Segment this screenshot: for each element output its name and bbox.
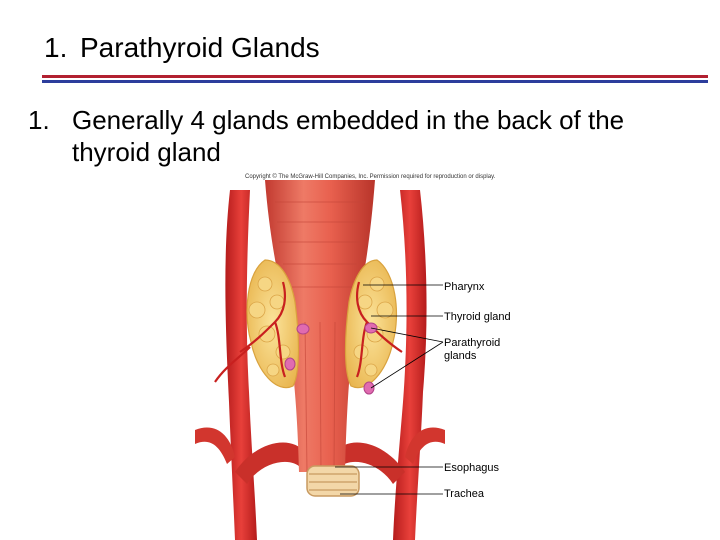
aortic-branch-right [335,442,405,484]
title-rule-blue [42,80,708,83]
title-rule-red [42,75,708,78]
bullet-item: 1. Generally 4 glands embedded in the ba… [28,104,708,168]
label-thyroid-gland: Thyroid gland [444,311,511,323]
title-text: Parathyroid Glands [80,32,320,63]
title-number: 1. [44,32,68,63]
anatomy-illustration [195,180,445,540]
leader-lines [335,284,444,495]
subclavian-left [195,427,235,464]
aortic-branch-left [235,442,305,484]
bullet-number: 1. [28,105,50,135]
trachea [306,465,360,497]
slide-title: 1. Parathyroid Glands [44,30,320,66]
label-parathyroid-line2: glands [444,350,477,362]
pharynx-muscle [265,180,375,473]
label-trachea: Trachea [444,488,484,500]
label-esophagus: Esophagus [444,462,500,474]
label-pharynx: Pharynx [444,281,485,293]
parathyroid-glands [284,322,378,395]
subclavian-right [405,427,445,464]
artery-right [393,190,427,540]
label-parathyroid-line1: Parathyroid [444,337,501,349]
bullet-text: Generally 4 glands embedded in the back … [72,105,625,167]
copyright-notice: Copyright © The McGraw-Hill Companies, I… [245,174,496,180]
